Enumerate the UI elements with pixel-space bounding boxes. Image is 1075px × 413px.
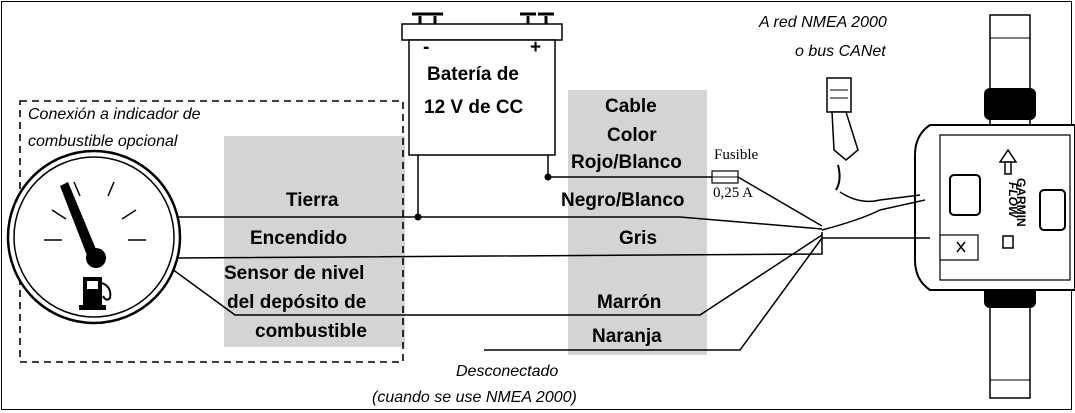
cable-color-header-line1: Cable bbox=[605, 96, 657, 117]
red-white-label: Rojo/Blanco bbox=[571, 152, 682, 173]
optional-gauge-label-line2: combustible opcional bbox=[28, 133, 178, 150]
sensor-label-line2: del depósito de bbox=[227, 292, 367, 313]
wire-brown bbox=[171, 234, 823, 316]
encendido-label: Encendido bbox=[250, 228, 348, 249]
orange-label: Naranja bbox=[592, 326, 662, 347]
gray-label: Gris bbox=[619, 228, 658, 249]
disconnected-label-line2: (cuando se use NMEA 2000) bbox=[372, 389, 577, 406]
sensor-cable-harness bbox=[821, 199, 930, 239]
disconnected-label-line1: Desconectado bbox=[456, 363, 559, 380]
optional-gauge-label-line1: Conexión a indicador de bbox=[28, 106, 201, 123]
ground-junction-dot bbox=[414, 213, 422, 221]
cable-color-header-line2: Color bbox=[607, 125, 657, 146]
cable-color-column-background bbox=[568, 90, 707, 355]
wire-gray bbox=[174, 232, 823, 259]
sensor-label-line3: combustible bbox=[255, 321, 367, 342]
battery-negative-label: - bbox=[423, 37, 430, 58]
flow-label: FLOW bbox=[1006, 182, 1020, 218]
battery-positive-label: + bbox=[530, 37, 542, 58]
wire-black-white bbox=[170, 216, 823, 230]
brown-label: Marrón bbox=[597, 292, 662, 313]
battery-label-line1: Batería de bbox=[427, 64, 519, 85]
fuse-label: Fusible bbox=[714, 147, 759, 163]
power-junction-dot bbox=[544, 173, 552, 181]
nmea-connector-icon bbox=[826, 77, 859, 191]
tierra-label: Tierra bbox=[286, 190, 339, 211]
battery-label-line2: 12 V de CC bbox=[424, 97, 524, 118]
wire-orange bbox=[484, 237, 823, 351]
gauge-labels-background bbox=[224, 136, 405, 347]
network-label-line2: o bus CANet bbox=[795, 43, 886, 60]
sensor-label-line1: Sensor de nivel bbox=[224, 263, 365, 284]
wire-red-white bbox=[548, 176, 823, 227]
black-white-label: Negro/Blanco bbox=[561, 190, 685, 211]
fuse-rating-label: 0,25 A bbox=[713, 185, 754, 201]
network-label-line1: A red NMEA 2000 bbox=[759, 14, 887, 31]
battery-icon bbox=[401, 12, 563, 156]
fuel-flow-sensor-icon bbox=[914, 14, 1075, 399]
fuel-gauge-icon bbox=[6, 149, 182, 325]
